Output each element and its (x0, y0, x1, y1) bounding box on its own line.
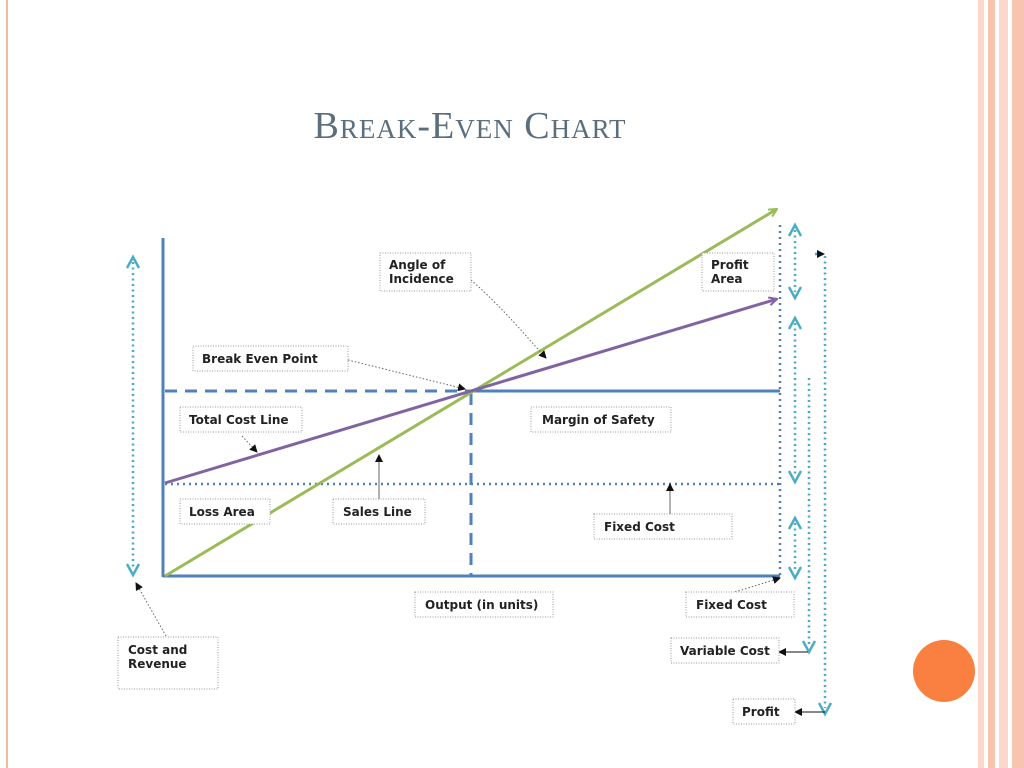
svg-text:Output (in units): Output (in units) (425, 598, 538, 612)
svg-text:Incidence: Incidence (389, 272, 454, 286)
loss-area-label: Loss Area (179, 498, 271, 525)
total-cost-line-label: Total Cost Line (179, 406, 303, 433)
output-axis-label: Output (in units) (414, 591, 554, 618)
slide-frame-left (6, 0, 8, 768)
svg-text:Loss Area: Loss Area (189, 505, 255, 519)
break-even-point-label: Break Even Point (192, 345, 349, 372)
cost-and-revenue-label: Cost and Revenue (117, 636, 219, 690)
svg-text:Profit: Profit (742, 705, 780, 719)
variable-cost-dimension (801, 378, 817, 655)
page-title: Break-Even Chart (313, 105, 627, 147)
margin-of-safety-label: Margin of Safety (530, 406, 672, 433)
svg-text:Margin of Safety: Margin of Safety (542, 413, 655, 427)
dimension-arrows (125, 222, 833, 717)
angle-of-incidence-label: Angle of Incidence (379, 252, 472, 292)
cost-revenue-dimension (125, 254, 141, 578)
margin-dimension (787, 315, 803, 485)
callout-labels: Angle of Incidence Profit Area Break Eve… (117, 252, 796, 725)
chart-lines (161, 207, 782, 578)
total-cost-line (164, 299, 777, 485)
callout-connectors (135, 279, 825, 716)
profit-area-dimension (787, 222, 803, 301)
fixed-cost-dimension (787, 515, 803, 581)
variable-cost-label: Variable Cost (670, 637, 780, 664)
profit-dimension (815, 250, 833, 717)
accent-dot (913, 640, 975, 702)
svg-text:Sales Line: Sales Line (343, 505, 412, 519)
profit-area-label: Profit Area (701, 252, 775, 292)
fixed-cost-dimension-label: Fixed Cost (685, 591, 795, 618)
profit-label: Profit (732, 698, 796, 725)
fixed-cost-area-label: Fixed Cost (593, 513, 733, 540)
svg-text:Total Cost Line: Total Cost Line (189, 413, 289, 427)
svg-text:Profit: Profit (711, 258, 749, 272)
svg-text:Cost and: Cost and (128, 643, 187, 657)
slide-frame-right (978, 0, 1024, 768)
svg-text:Break Even Point: Break Even Point (202, 352, 318, 366)
svg-text:Area: Area (711, 272, 742, 286)
svg-text:Fixed Cost: Fixed Cost (604, 520, 675, 534)
svg-text:Angle of: Angle of (389, 258, 446, 272)
svg-text:Revenue: Revenue (128, 657, 187, 671)
sales-line-label: Sales Line (332, 498, 426, 525)
svg-text:Fixed Cost: Fixed Cost (696, 598, 767, 612)
svg-text:Variable Cost: Variable Cost (680, 644, 770, 658)
